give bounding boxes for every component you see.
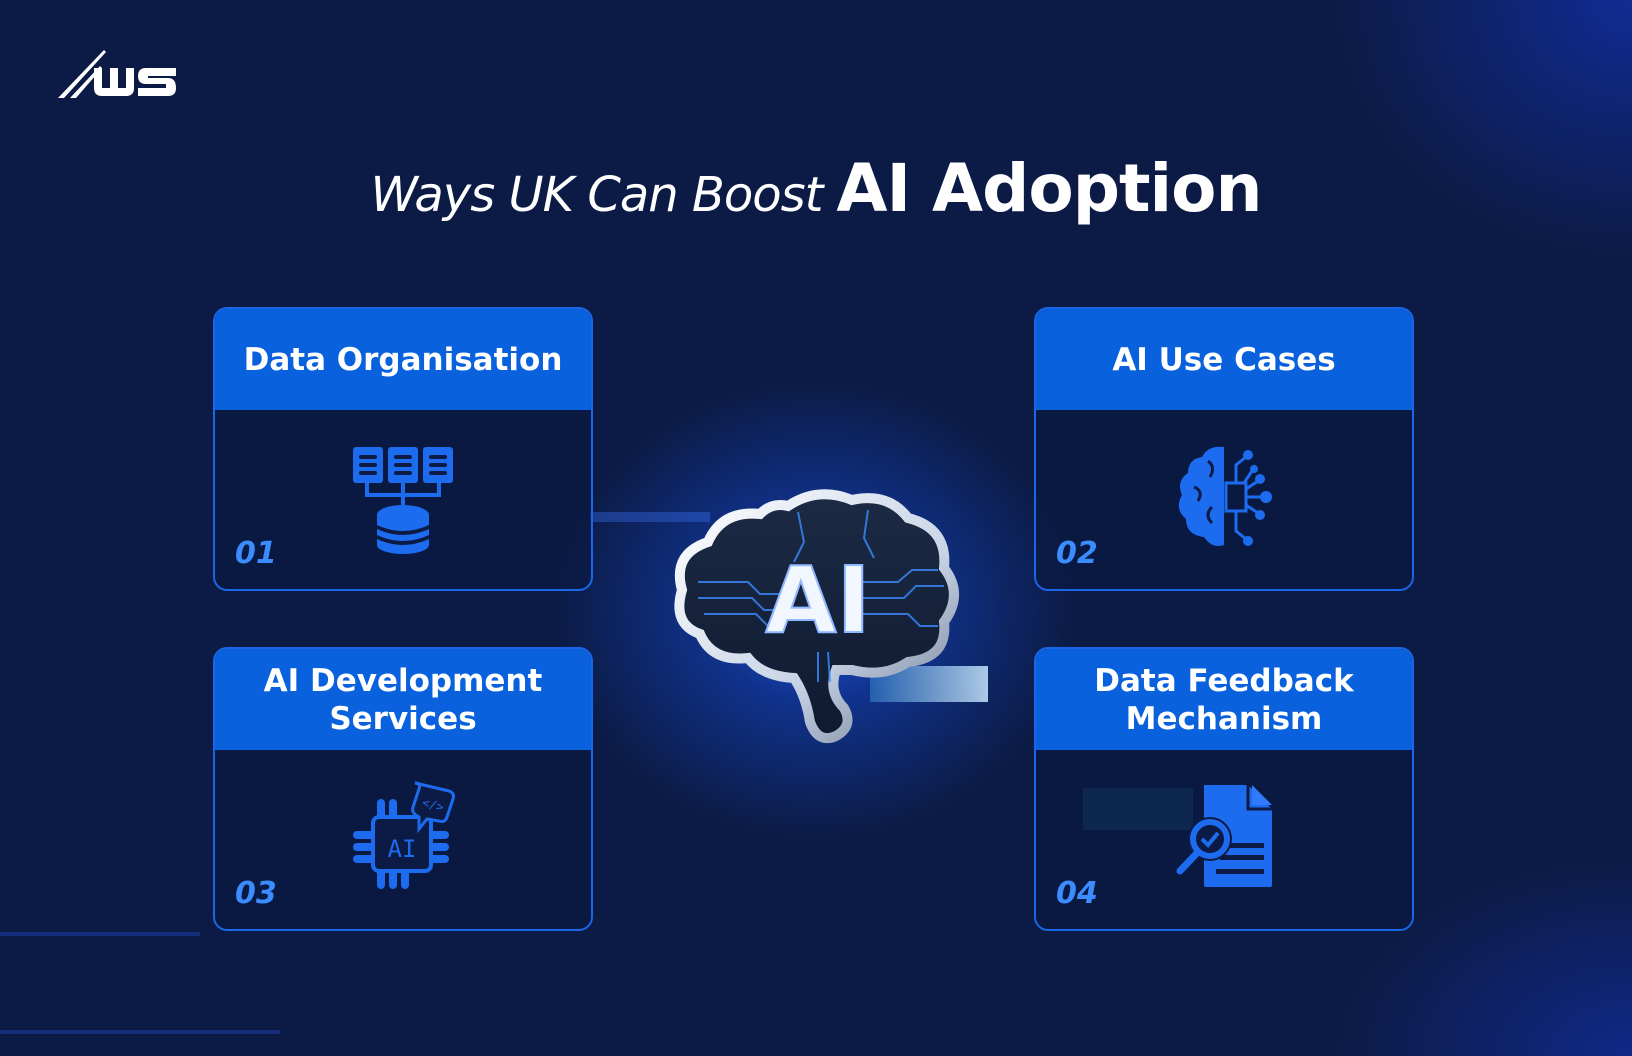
- card-data-feedback-mechanism: Data Feedback Mechanism 04: [1034, 647, 1414, 931]
- ws-logo: [56, 48, 178, 100]
- card-number: 04: [1056, 876, 1098, 911]
- card-ai-use-cases: AI Use Cases 02: [1034, 307, 1414, 591]
- card-number: 03: [235, 876, 277, 911]
- ai-brain-icon: AI: [674, 489, 959, 744]
- card-data-organisation: Data Organisation 01: [213, 307, 593, 591]
- svg-text:AI: AI: [388, 835, 417, 863]
- ai-chip-code-icon: AI </>: [353, 781, 455, 889]
- glitch-streak: [590, 512, 710, 522]
- svg-text:</>: </>: [421, 795, 446, 814]
- ws-logo-icon: [58, 50, 176, 98]
- card-number: 01: [235, 536, 277, 571]
- card-title: Data Organisation: [215, 309, 591, 410]
- card-title: AI Development Services: [215, 649, 591, 750]
- card-title: AI Use Cases: [1036, 309, 1412, 410]
- document-search-check-icon: [1176, 785, 1272, 887]
- glitch-streak: [0, 932, 200, 936]
- glitch-streak: [0, 1030, 280, 1034]
- brain-circuit-icon: [1178, 446, 1272, 546]
- card-number: 02: [1056, 536, 1098, 571]
- database-network-icon: [353, 447, 453, 554]
- card-ai-development-services: AI Development Services AI </> 03: [213, 647, 593, 931]
- title-bold: AI Adoption: [836, 150, 1262, 227]
- title-light: Ways UK Can Boost: [370, 167, 824, 223]
- card-title: Data Feedback Mechanism: [1036, 649, 1412, 750]
- ai-label: AI: [765, 547, 870, 654]
